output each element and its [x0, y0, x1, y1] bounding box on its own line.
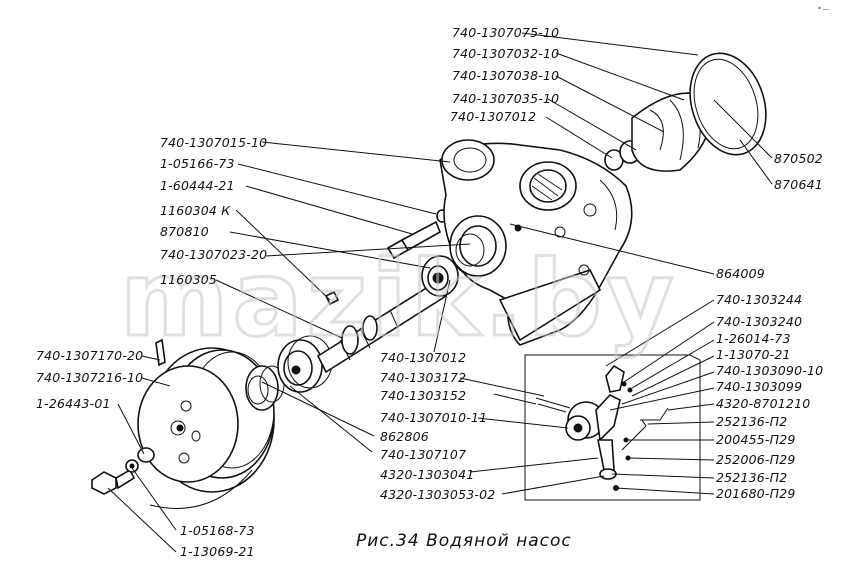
label-740-1307216-10: 740-1307216-10 — [36, 370, 143, 385]
label-1160305: 1160305 — [160, 272, 217, 287]
label-4320-8701210: 4320-8701210 — [716, 396, 810, 411]
label-740-1307032-10: 740-1307032-10 — [452, 46, 559, 61]
label-4320-1303053-02: 4320-1303053-02 — [380, 487, 495, 502]
label-740-1307012-top: 740-1307012 — [450, 109, 536, 124]
label-201680-p29: 201680-П29 — [716, 486, 796, 501]
label-862806: 862806 — [380, 429, 429, 444]
label-870641: 870641 — [774, 177, 823, 192]
label-740-1307038-10: 740-1307038-10 — [452, 68, 559, 83]
watermark: mazik.by — [120, 238, 678, 360]
label-740-1303090-10: 740-1303090-10 — [716, 363, 823, 378]
label-1-26014-73: 1-26014-73 — [716, 331, 791, 346]
corner-mark: * --- — [818, 6, 829, 13]
label-1-05168-73: 1-05168-73 — [180, 523, 255, 538]
pump-body — [439, 139, 633, 346]
label-740-1307107: 740-1307107 — [380, 447, 466, 462]
label-740-1307035-10: 740-1307035-10 — [452, 91, 559, 106]
cover-plate — [689, 52, 767, 156]
label-4320-1303041: 4320-1303041 — [380, 467, 474, 482]
pulley — [137, 338, 275, 509]
label-1-05166-73: 1-05166-73 — [160, 156, 235, 171]
label-740-1303240: 740-1303240 — [716, 314, 802, 329]
part-labels: 740-1307075-10 740-1307032-10 740-130703… — [36, 25, 823, 559]
label-740-1307170-20: 740-1307170-20 — [36, 348, 143, 363]
bearing-front — [277, 335, 333, 393]
pulley-bolt — [91, 447, 155, 495]
label-740-1307015-10: 740-1307015-10 — [160, 135, 267, 150]
label-740-1303244: 740-1303244 — [716, 292, 802, 307]
label-740-1307023-20: 740-1307023-20 — [160, 247, 267, 262]
label-740-1303172: 740-1303172 — [380, 370, 466, 385]
valve-assembly — [535, 364, 669, 491]
label-864009: 864009 — [716, 266, 765, 281]
label-1-26443-01: 1-26443-01 — [36, 396, 111, 411]
label-252136-p2-a: 252136-П2 — [716, 414, 787, 429]
label-740-1307012-mid: 740-1307012 — [380, 350, 466, 365]
figure-caption: Рис.34 Водяной насос — [356, 531, 572, 551]
label-870810: 870810 — [160, 224, 209, 239]
label-740-1303152: 740-1303152 — [380, 388, 466, 403]
label-1-13069-21: 1-13069-21 — [180, 544, 255, 559]
label-252006-p29: 252006-П29 — [716, 452, 796, 467]
shaft-key — [324, 290, 340, 306]
pump-drawing — [91, 32, 773, 553]
label-740-1307075-10: 740-1307075-10 — [452, 25, 559, 40]
leader-lines — [107, 32, 773, 553]
label-870502: 870502 — [774, 151, 823, 166]
label-1-13070-21: 1-13070-21 — [716, 347, 791, 362]
inset-frame — [524, 354, 701, 501]
label-740-1307010-11: 740-1307010-11 — [380, 410, 487, 425]
label-740-1303099: 740-1303099 — [716, 379, 802, 394]
label-1160304k: 1160304 К — [160, 203, 231, 218]
label-252136-p2-b: 252136-П2 — [716, 470, 787, 485]
label-1-60444-21: 1-60444-21 — [160, 178, 235, 193]
label-200455-p29: 200455-П29 — [716, 432, 796, 447]
